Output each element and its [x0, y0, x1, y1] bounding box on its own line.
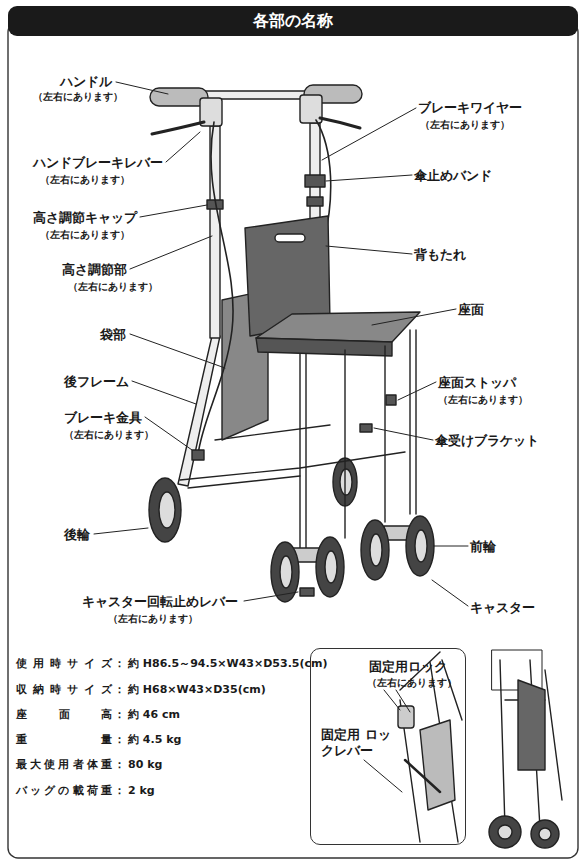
part-name: 後輪	[64, 527, 90, 543]
note-text: （左右にあります）	[40, 174, 130, 186]
spec-colon: ：	[114, 708, 125, 721]
part-name: 傘止めバンド	[414, 168, 492, 184]
part-name: 背もたれ	[414, 247, 466, 263]
part-name: 袋部	[100, 327, 126, 343]
spec-colon: ：	[114, 657, 125, 670]
spec-value: 2 kg	[128, 784, 155, 797]
part-name: 固定用 ロックレバー	[321, 727, 397, 758]
part-name: ブレーキ金具	[64, 410, 142, 426]
part-name: ブレーキワイヤー	[418, 100, 522, 116]
part-name: 傘受けブラケット	[435, 433, 539, 449]
spec-colon: ：	[114, 758, 125, 771]
note-text: （左右にあります）	[33, 91, 123, 103]
note-text: （左右にあります）	[108, 613, 198, 625]
part-name: 後フレーム	[64, 374, 129, 390]
part-name: キャスター	[470, 600, 535, 616]
spec-key: 重量	[16, 733, 112, 746]
spec-colon: ：	[114, 733, 125, 746]
spec-key: バッグの載荷重	[16, 784, 112, 797]
part-name: 前輪	[470, 539, 496, 555]
spec-key: 最大使用者体重	[16, 758, 112, 771]
note-text: （左右にあります）	[68, 281, 158, 293]
inset-box: 固定用ロック （左右にあります） 固定用 ロックレバー	[310, 648, 466, 845]
part-name: 固定用ロック	[369, 659, 447, 675]
part-name: キャスター回転止めレバー	[82, 594, 238, 610]
note-text: （左右にあります）	[420, 119, 510, 131]
title-text: 各部の名称	[253, 11, 333, 30]
part-name: 座面ストッパ	[438, 375, 516, 391]
spec-value: 約 4.5 kg	[128, 733, 181, 746]
spec-colon: ：	[114, 683, 125, 696]
spec-value: 約 H68×W43×D35(cm)	[128, 683, 266, 696]
note-text: （左右にあります）	[64, 429, 154, 441]
spec-value: 約 H86.5～94.5×W43×D53.5(cm)	[128, 657, 328, 670]
part-name: 高さ調節部	[62, 262, 127, 278]
spec-key: 座面高	[16, 708, 112, 721]
part-name: 座面	[458, 302, 484, 318]
part-name: 高さ調節キャップ	[33, 210, 137, 226]
note-text: （左右にあります）	[367, 677, 457, 689]
spec-key: 収納時サイズ	[16, 683, 112, 696]
note-text: （左右にあります）	[438, 394, 528, 406]
note-text: （左右にあります）	[40, 229, 130, 241]
part-name: ハンドブレーキレバー	[33, 155, 163, 171]
spec-value: 80 kg	[128, 758, 162, 771]
part-name: ハンドル	[60, 74, 112, 90]
spec-key: 使用時サイズ	[16, 657, 112, 670]
spec-value: 約 46 cm	[128, 708, 180, 721]
spec-colon: ：	[114, 784, 125, 797]
